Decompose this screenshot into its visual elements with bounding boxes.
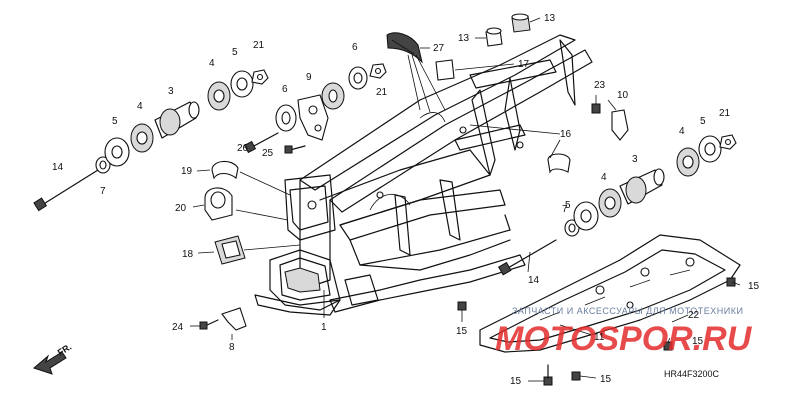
callout-5: 5 — [565, 200, 571, 211]
callout-5: 5 — [700, 116, 706, 127]
callout-5: 5 — [112, 116, 118, 127]
callout-15: 15 — [600, 374, 612, 385]
callout-26: 26 — [237, 143, 249, 154]
callout-19: 19 — [181, 166, 193, 177]
callout-15: 15 — [748, 281, 760, 292]
callout-21: 21 — [719, 108, 731, 119]
callout-10: 10 — [617, 90, 629, 101]
callout-14: 14 — [528, 275, 540, 286]
diagram-code: HR44F3200C — [664, 369, 720, 379]
callout-4: 4 — [209, 58, 215, 69]
top-right-parts — [386, 13, 629, 174]
callout-15: 15 — [510, 376, 522, 387]
callout-14: 14 — [52, 162, 64, 173]
callout-5: 5 — [232, 47, 238, 58]
callout-4: 4 — [679, 126, 685, 137]
callout-11: 11 — [594, 332, 605, 343]
right-mount-assembly — [497, 134, 737, 276]
callout-6: 6 — [282, 84, 288, 95]
callout-4: 4 — [137, 101, 143, 112]
callout-4: 4 — [601, 172, 607, 183]
callout-25: 25 — [262, 148, 274, 159]
callout-21: 21 — [253, 40, 265, 51]
callout-15: 15 — [456, 326, 468, 337]
watermark-logo: MOTOSPOR.RU — [495, 320, 753, 358]
callout-15: 15 — [692, 336, 704, 347]
callout-20: 20 — [175, 203, 187, 214]
callout-16: 16 — [560, 129, 572, 140]
callout-18: 18 — [182, 249, 194, 260]
callout-labels: 1 3 3 4 4 4 4 5 5 5 5 6 6 7 7 8 9 10 11 … — [52, 13, 760, 387]
callout-13: 13 — [458, 33, 470, 44]
front-direction-indicator: FR. — [33, 342, 74, 375]
left-mount-assembly — [33, 63, 387, 212]
callout-17: 17 — [518, 59, 530, 70]
callout-3: 3 — [168, 86, 174, 97]
callout-13: 13 — [544, 13, 556, 24]
callout-3: 3 — [632, 154, 638, 165]
callout-21: 21 — [376, 87, 388, 98]
callout-7: 7 — [562, 204, 568, 215]
direction-label: FR. — [56, 342, 74, 358]
callout-23: 23 — [594, 80, 606, 91]
callout-22: 22 — [688, 310, 700, 321]
callout-9: 9 — [306, 72, 312, 83]
main-frame — [254, 34, 593, 316]
callout-8: 8 — [229, 342, 235, 353]
leader-lines — [190, 17, 741, 382]
watermark: ЗАПЧАСТИ И АКСЕССУАРЫ ДЛЯ МОТОТЕХНИКИ MO… — [495, 306, 753, 358]
clamp-parts — [199, 160, 247, 331]
callout-24: 24 — [172, 322, 184, 333]
skid-plate — [479, 234, 741, 353]
callout-6: 6 — [352, 42, 358, 53]
callout-27: 27 — [433, 43, 445, 54]
front-arrow-icon — [33, 351, 67, 375]
callout-1: 1 — [321, 322, 327, 333]
watermark-tagline: ЗАПЧАСТИ И АКСЕССУАРЫ ДЛЯ МОТОТЕХНИКИ — [512, 306, 743, 316]
callout-7: 7 — [100, 186, 106, 197]
